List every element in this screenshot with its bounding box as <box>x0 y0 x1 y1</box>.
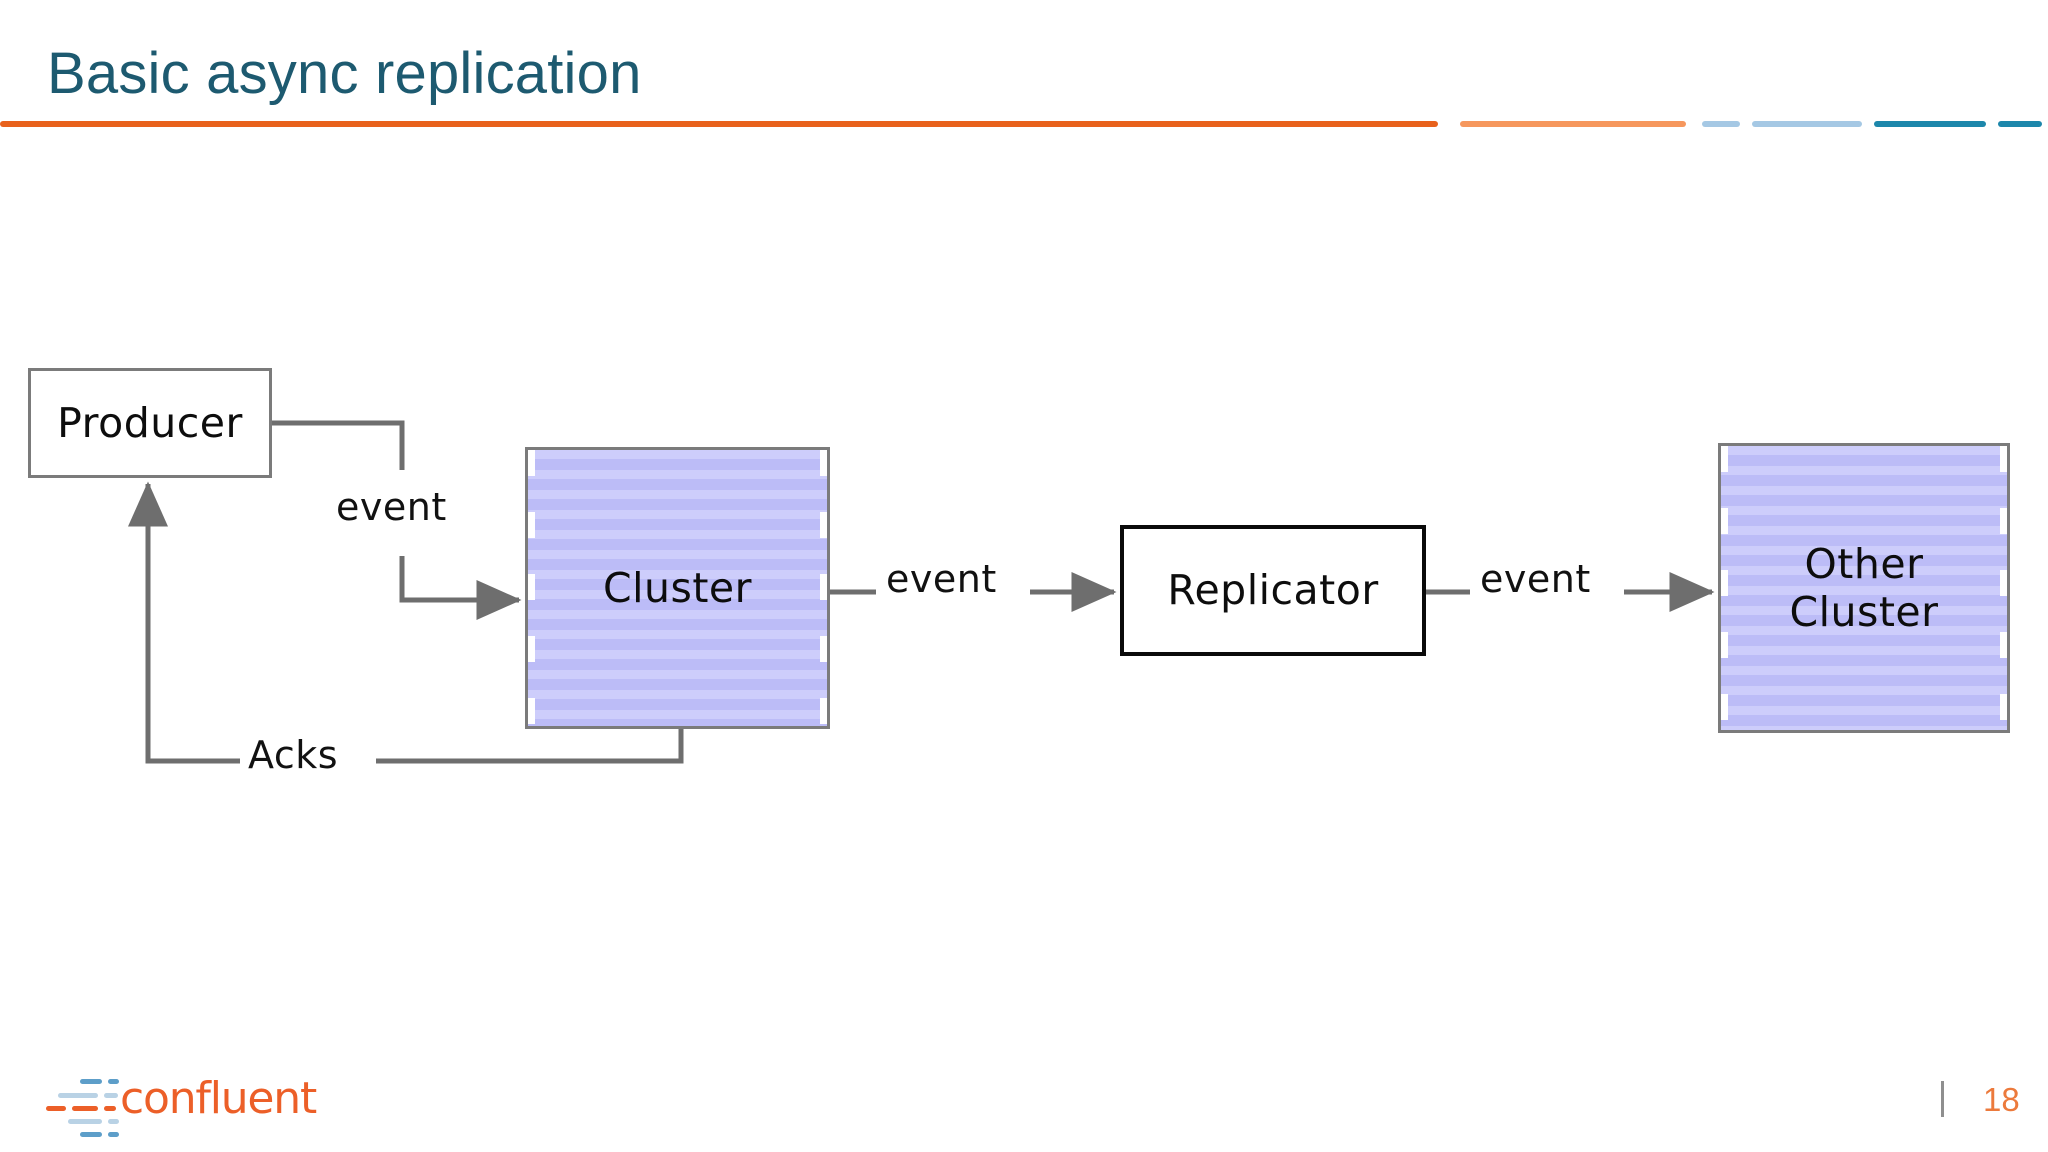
node-replicator[interactable]: Replicator <box>1120 525 1426 656</box>
header-rule <box>0 121 2048 133</box>
page-title: Basic async replication <box>47 41 642 106</box>
rule-segment-blue-short <box>1702 121 1740 127</box>
logo-dash-orange-1 <box>46 1106 66 1111</box>
rule-segment-blue-long <box>1752 121 1862 127</box>
node-producer-label: Producer <box>57 398 243 447</box>
edge-label-event-replicator-to-other-cluster: event <box>1480 557 1591 601</box>
rule-segment-orange-main <box>0 121 1438 127</box>
node-cluster[interactable]: Cluster <box>525 447 830 729</box>
logo-dash-blue-4 <box>108 1132 119 1137</box>
confluent-logo: confluent <box>46 1073 317 1137</box>
logo-dash-lightblue-4 <box>108 1119 119 1124</box>
edge-cluster-to-producer-acks <box>128 481 684 764</box>
edge-label-event-producer-to-cluster: event <box>336 485 447 529</box>
logo-dash-blue-3 <box>80 1132 102 1137</box>
rule-segment-teal-short <box>1998 121 2042 127</box>
node-other-cluster-label: Other Cluster <box>1789 540 1938 637</box>
node-producer[interactable]: Producer <box>28 368 272 478</box>
logo-dash-orange-3 <box>104 1106 116 1111</box>
logo-dash-blue-1 <box>80 1079 102 1084</box>
rule-segment-teal-long <box>1874 121 1986 127</box>
edge-label-event-cluster-to-replicator: event <box>886 557 997 601</box>
edge-producer-to-cluster <box>272 420 522 620</box>
node-other-cluster-label-line1: Other <box>1804 539 1924 588</box>
logo-dash-lightblue-1 <box>58 1093 98 1098</box>
confluent-wordmark: confluent <box>120 1073 317 1124</box>
node-replicator-label: Replicator <box>1167 566 1379 615</box>
edge-label-acks: Acks <box>248 733 339 777</box>
page-number: 18 <box>1983 1081 2020 1118</box>
node-cluster-label: Cluster <box>602 563 753 612</box>
node-other-cluster-label-line2: Cluster <box>1789 588 1939 636</box>
node-other-cluster[interactable]: Other Cluster <box>1718 443 2010 733</box>
rule-segment-orange-light <box>1460 121 1686 127</box>
footer-divider <box>1941 1081 1944 1117</box>
logo-dash-lightblue-2 <box>104 1093 118 1098</box>
logo-dash-blue-2 <box>108 1079 119 1084</box>
logo-dash-lightblue-3 <box>68 1119 102 1124</box>
logo-dash-orange-2 <box>72 1106 98 1111</box>
